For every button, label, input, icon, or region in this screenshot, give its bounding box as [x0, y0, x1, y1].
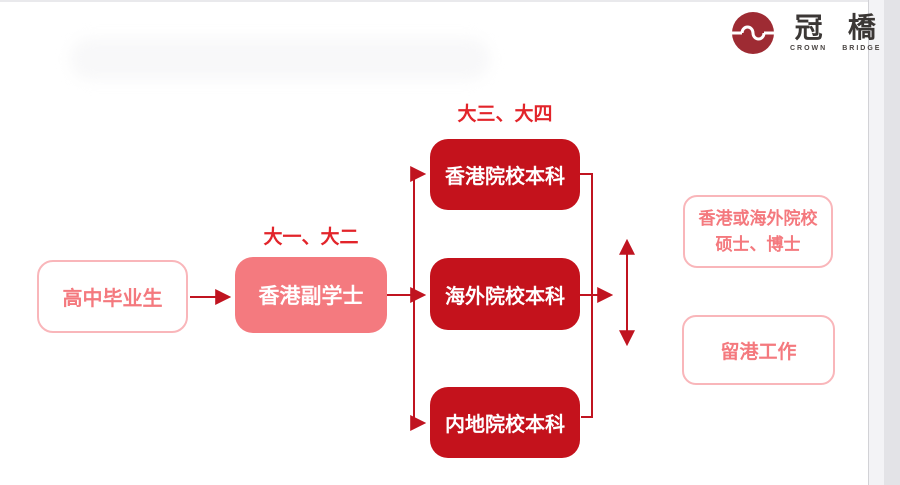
- node-postgraduate-line1: 香港或海外院校: [698, 208, 818, 228]
- node-overseas-bachelor: 海外院校本科: [430, 258, 580, 330]
- node-mainland-bachelor: 内地院校本科: [430, 387, 580, 458]
- scrollbar-track[interactable]: [884, 0, 900, 485]
- node-highschool-graduate: 高中毕业生: [37, 260, 188, 333]
- node-hk-associate-degree: 香港副学士: [235, 257, 387, 333]
- node-postgraduate-line2: 硕士、博士: [715, 234, 801, 254]
- brand-sub-1: CROWN: [790, 45, 828, 52]
- stage-label-year1-2: 大一、大二: [263, 227, 359, 248]
- node-postgraduate: 香港或海外院校 硕士、博士: [683, 195, 833, 268]
- brand-logo: 冠 CROWN 橋 BRIDGE: [731, 11, 881, 55]
- brand-name-crown: 冠 CROWN: [790, 12, 828, 53]
- brand-name-bridge: 橋 BRIDGE: [842, 12, 882, 53]
- node-stay-hk-work: 留港工作: [682, 315, 835, 385]
- brand-char-2: 橋: [847, 12, 876, 43]
- crownbridge-logo-icon: [731, 11, 775, 55]
- brand-char-1: 冠: [794, 12, 823, 43]
- stage-label-year3-4: 大三、大四: [457, 104, 553, 125]
- merge-bracket: [580, 173, 593, 418]
- node-hk-bachelor: 香港院校本科: [430, 139, 580, 210]
- erased-area: [70, 38, 490, 80]
- brand-sub-2: BRIDGE: [842, 45, 882, 52]
- window-top-border: [0, 0, 900, 2]
